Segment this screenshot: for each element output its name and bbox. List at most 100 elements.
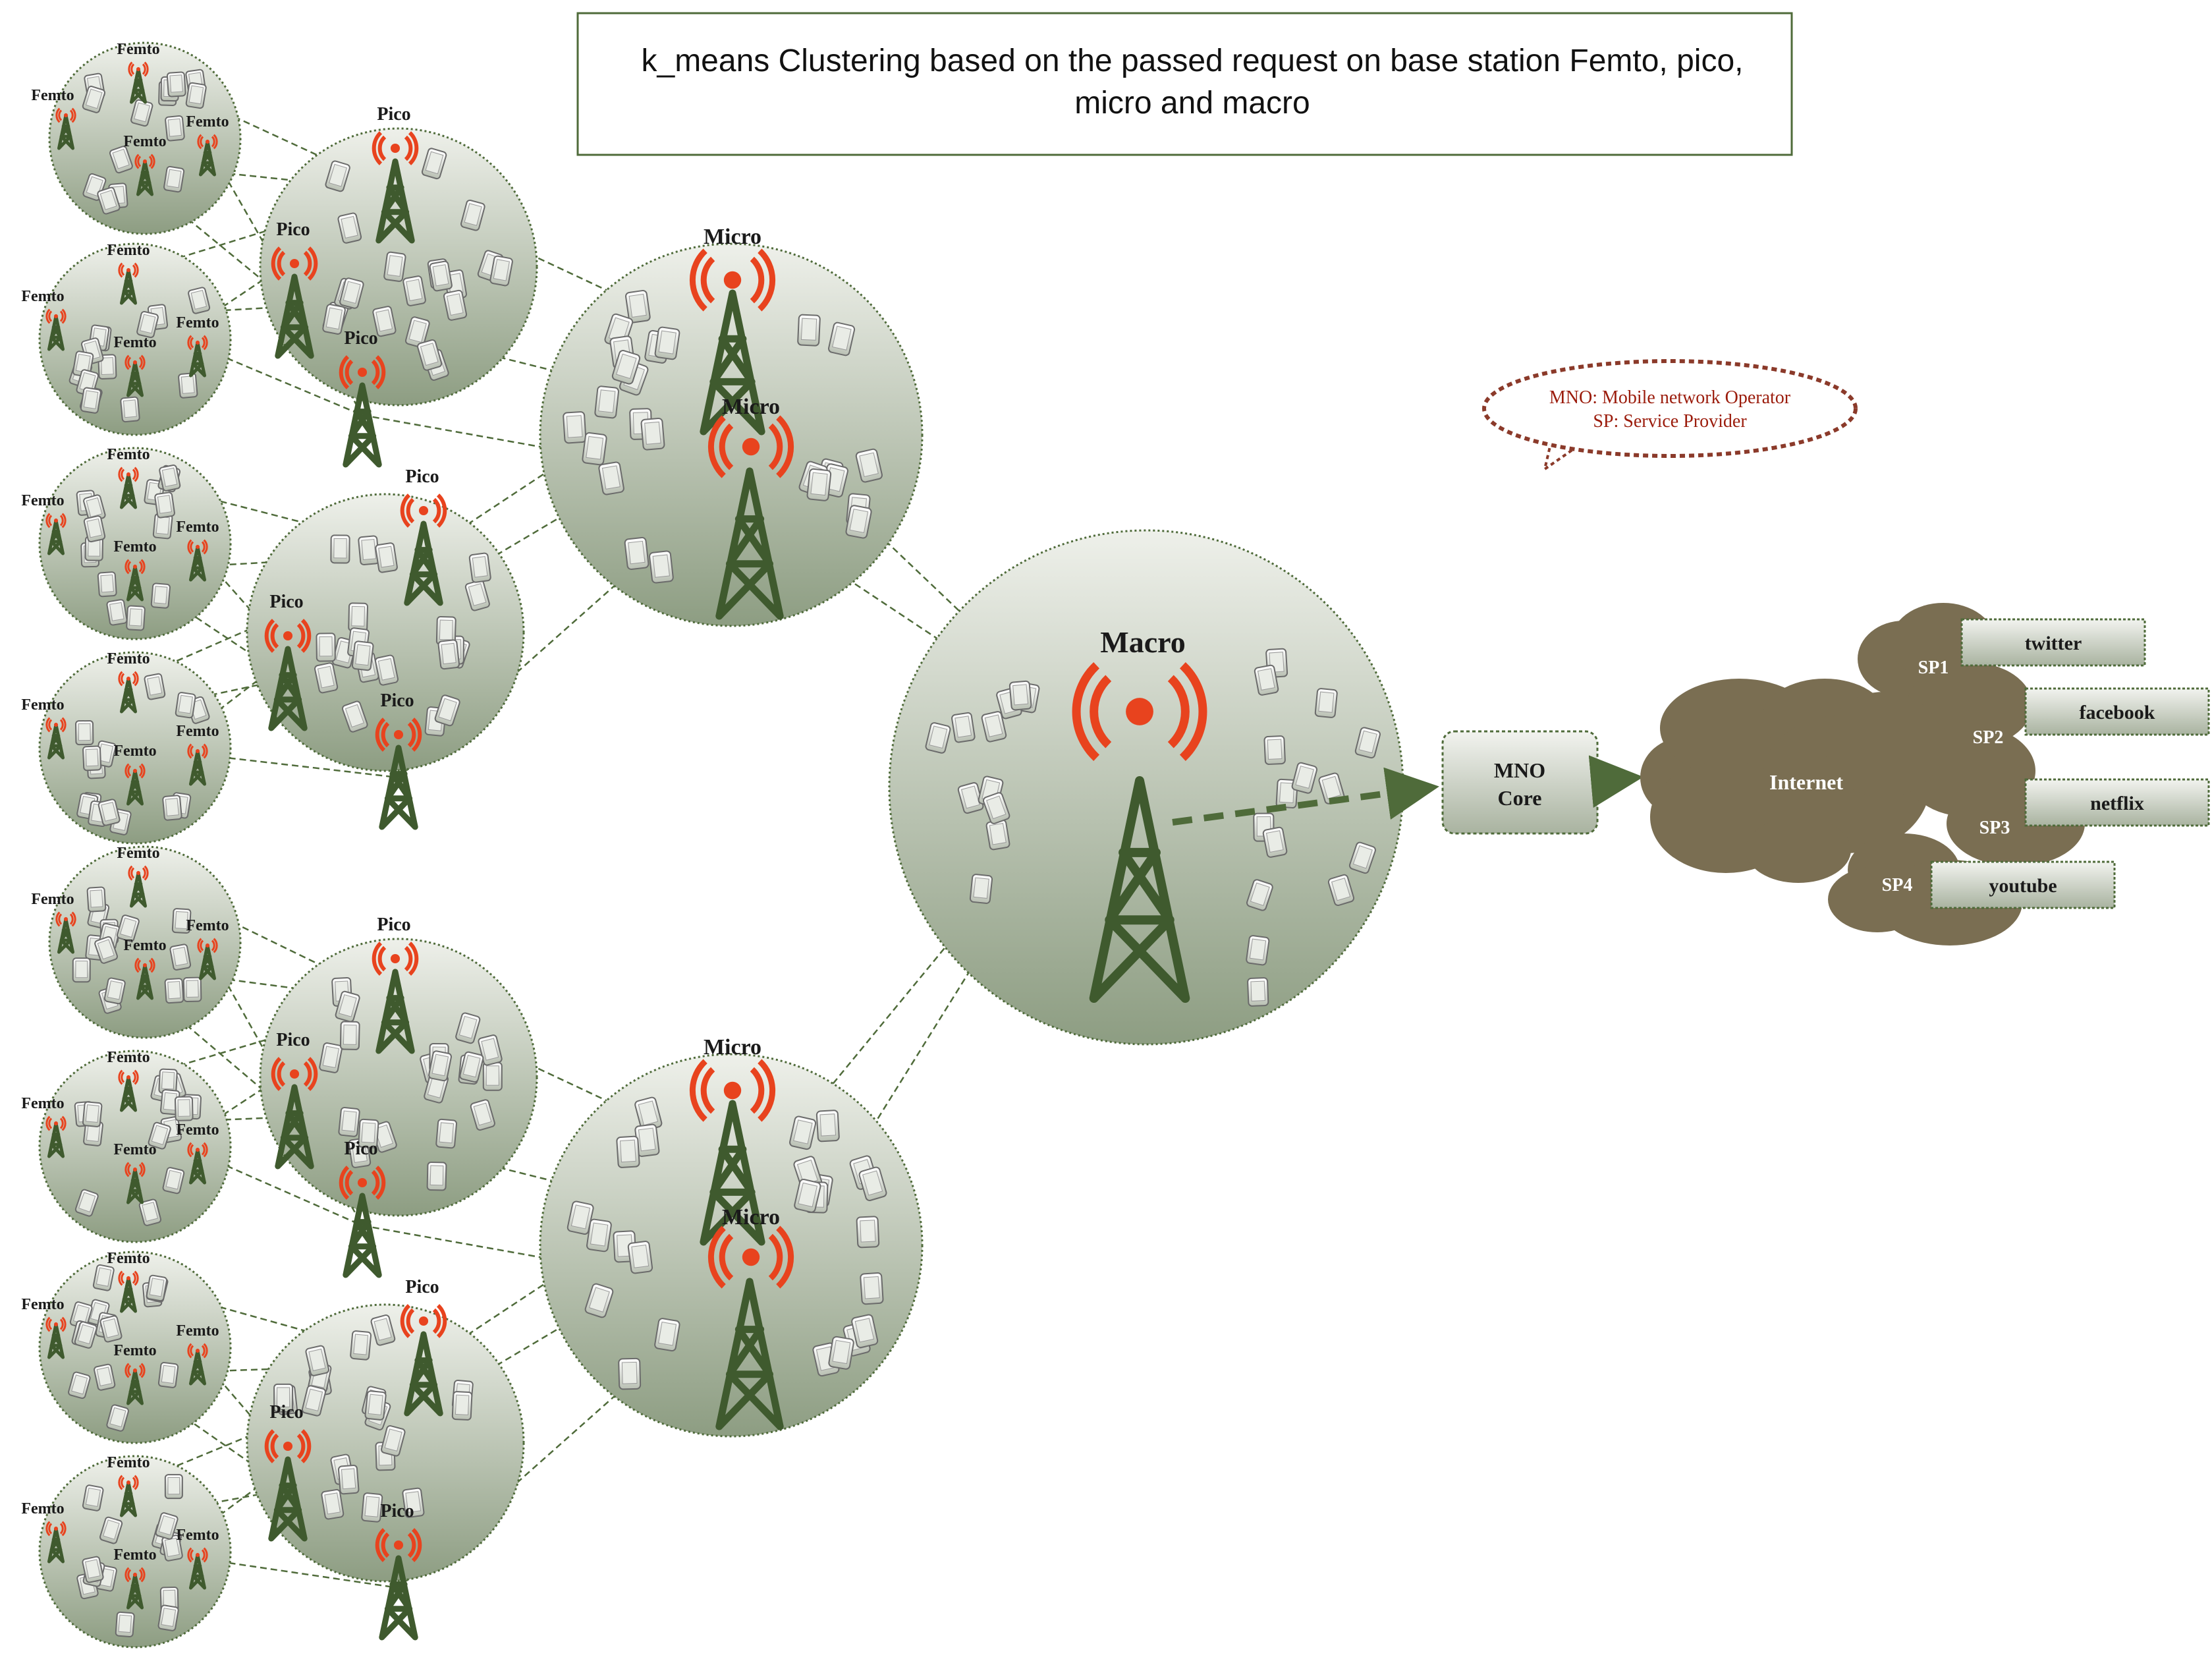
tower-icon bbox=[47, 1322, 65, 1359]
tower-icon bbox=[47, 723, 65, 760]
legend-line-2: SP: Service Provider bbox=[1593, 411, 1747, 432]
mobile-device-icon bbox=[640, 417, 665, 451]
mobile-device-icon bbox=[402, 275, 426, 306]
mobile-device-icon bbox=[305, 1345, 330, 1376]
mobile-device-icon bbox=[301, 1385, 327, 1417]
femto-label: Femto bbox=[123, 937, 166, 954]
mobile-device-icon bbox=[97, 354, 117, 380]
mobile-device-icon bbox=[109, 146, 133, 174]
mobile-device-icon bbox=[348, 602, 369, 632]
mobile-device-icon bbox=[478, 1034, 503, 1066]
tower-icon bbox=[268, 646, 308, 731]
femto-label: Femto bbox=[113, 1342, 156, 1359]
link-line bbox=[197, 1557, 399, 1589]
antenna-icon bbox=[400, 494, 447, 528]
mobile-device-icon bbox=[321, 1488, 345, 1520]
antenna-icon bbox=[271, 246, 318, 281]
internet-label: Internet bbox=[1769, 770, 1843, 794]
mobile-device-icon bbox=[421, 148, 447, 180]
mobile-device-icon bbox=[342, 700, 368, 733]
mobile-device-icon bbox=[68, 1371, 91, 1399]
mobile-device-icon bbox=[806, 468, 832, 501]
sp-name-label: youtube bbox=[1989, 875, 2057, 897]
title-line-2: micro and macro bbox=[1074, 86, 1310, 121]
mobile-device-icon bbox=[797, 314, 821, 347]
mobile-device-icon bbox=[489, 255, 513, 287]
mobile-device-icon bbox=[951, 712, 976, 743]
tower-icon bbox=[47, 519, 65, 555]
mobile-device-icon bbox=[611, 350, 641, 385]
antenna-icon bbox=[187, 1547, 208, 1563]
antenna-icon bbox=[197, 134, 218, 150]
mobile-device-icon bbox=[985, 819, 1010, 851]
mobile-device-icon bbox=[158, 1068, 178, 1094]
macro-to-mno-arrow bbox=[1172, 767, 1439, 826]
mobile-device-icon bbox=[789, 1115, 817, 1150]
antenna-icon bbox=[372, 942, 419, 976]
mobile-device-icon bbox=[1291, 762, 1318, 794]
antenna-icon bbox=[375, 1528, 422, 1562]
antenna-icon bbox=[118, 1270, 139, 1286]
mobile-device-icon bbox=[860, 1272, 884, 1305]
antenna-icon bbox=[707, 1226, 794, 1289]
tower-icon bbox=[700, 289, 765, 436]
antenna-icon bbox=[124, 763, 146, 779]
pico-label: Pico bbox=[269, 592, 303, 612]
mobile-device-icon bbox=[165, 115, 185, 142]
tower-icon bbox=[189, 749, 206, 786]
mobile-device-icon bbox=[138, 1199, 162, 1226]
femto-label: Femto bbox=[113, 743, 156, 760]
mobile-device-icon bbox=[627, 1241, 653, 1274]
femto-label: Femto bbox=[21, 1095, 64, 1112]
mobile-device-icon bbox=[171, 908, 192, 934]
femto-label: Femto bbox=[107, 1049, 150, 1066]
pico-label: Pico bbox=[377, 104, 410, 125]
mobile-device-icon bbox=[92, 1264, 115, 1291]
mobile-device-icon bbox=[162, 1167, 185, 1195]
antenna-icon bbox=[375, 718, 422, 752]
mobile-device-icon bbox=[361, 1492, 383, 1523]
mobile-device-icon bbox=[126, 605, 146, 631]
mobile-device-icon bbox=[464, 579, 490, 611]
tower-icon bbox=[130, 871, 147, 908]
mobile-device-icon bbox=[175, 692, 196, 719]
tower-icon bbox=[120, 677, 137, 714]
tower-icon bbox=[47, 1527, 65, 1564]
mobile-device-icon bbox=[106, 1404, 129, 1432]
tower-icon bbox=[136, 963, 153, 1000]
tower-icon bbox=[189, 1349, 206, 1386]
tower-icon bbox=[126, 360, 144, 397]
mobile-device-icon bbox=[428, 1050, 453, 1082]
antenna-icon bbox=[124, 559, 146, 575]
tower-icon bbox=[57, 917, 74, 954]
femto-label: Femto bbox=[176, 314, 219, 331]
femto-label: Femto bbox=[117, 41, 159, 58]
mobile-device-icon bbox=[164, 1474, 183, 1500]
link-line bbox=[197, 1152, 363, 1227]
mobile-device-icon bbox=[322, 304, 346, 335]
antenna-icon bbox=[118, 671, 139, 687]
femto-label: Femto bbox=[113, 1141, 156, 1158]
antenna-icon bbox=[187, 743, 208, 759]
femto-label: Femto bbox=[21, 696, 64, 714]
mobile-device-icon bbox=[115, 1611, 135, 1638]
mobile-device-icon bbox=[654, 326, 680, 360]
mobile-device-icon bbox=[358, 535, 380, 565]
mobile-device-icon bbox=[584, 1283, 614, 1318]
mobile-device-icon bbox=[319, 1042, 343, 1073]
tower-icon bbox=[404, 521, 443, 606]
tower-icon bbox=[343, 382, 382, 468]
mobile-device-icon bbox=[178, 372, 198, 399]
mobile-device-icon bbox=[582, 432, 607, 466]
tower-icon bbox=[268, 1456, 308, 1542]
femto-label: Femto bbox=[107, 1250, 150, 1267]
pico-label: Pico bbox=[344, 328, 377, 349]
antenna-icon bbox=[45, 1115, 67, 1131]
mobile-device-icon bbox=[164, 978, 184, 1004]
pico-label: Pico bbox=[405, 1277, 439, 1297]
